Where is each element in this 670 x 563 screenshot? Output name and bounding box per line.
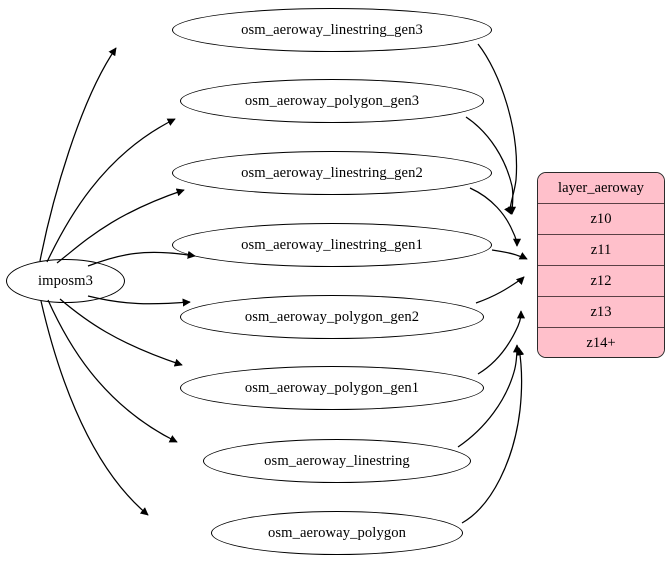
node-osm-aeroway-linestring-gen1-label: osm_aeroway_linestring_gen1 xyxy=(241,236,423,253)
node-osm-aeroway-polygon-gen3-label: osm_aeroway_polygon_gen3 xyxy=(244,92,420,109)
edge-polygon-to-z14 xyxy=(461,347,525,524)
node-osm-aeroway-linestring-gen2[interactable]: osm_aeroway_linestring_gen2 xyxy=(172,151,492,195)
layer-aeroway-row-z13[interactable]: z13 xyxy=(538,297,664,328)
edge-linestring-gen1-to-z12 xyxy=(491,249,528,260)
layer-aeroway-row-z10[interactable]: z10 xyxy=(538,204,664,235)
edge-linestring-gen3-to-z10 xyxy=(477,43,518,215)
edge-imposm3-to-linestring xyxy=(47,299,178,443)
layer-aeroway-row-z11[interactable]: z11 xyxy=(538,235,664,266)
edge-imposm3-to-linestring-gen2 xyxy=(56,188,185,264)
node-imposm3-label: imposm3 xyxy=(37,272,94,289)
edge-imposm3-to-polygon xyxy=(40,300,149,516)
layer-aeroway-header: layer_aeroway xyxy=(538,173,664,204)
node-osm-aeroway-linestring-label: osm_aeroway_linestring xyxy=(264,452,410,469)
node-osm-aeroway-polygon-gen2[interactable]: osm_aeroway_polygon_gen2 xyxy=(180,295,484,339)
layer-aeroway-row-z14plus[interactable]: z14+ xyxy=(538,328,664,357)
node-osm-aeroway-polygon[interactable]: osm_aeroway_polygon xyxy=(211,511,463,555)
edge-imposm3-to-linestring-gen3 xyxy=(39,47,117,262)
node-layer-aeroway[interactable]: layer_aeroway z10 z11 z12 z13 z14+ xyxy=(537,172,665,358)
node-osm-aeroway-polygon-gen1-label: osm_aeroway_polygon_gen1 xyxy=(244,379,420,396)
node-osm-aeroway-polygon-gen1[interactable]: osm_aeroway_polygon_gen1 xyxy=(180,366,484,410)
node-osm-aeroway-linestring[interactable]: osm_aeroway_linestring xyxy=(203,439,471,483)
node-osm-aeroway-linestring-gen3-label: osm_aeroway_linestring_gen3 xyxy=(241,21,423,38)
node-osm-aeroway-linestring-gen2-label: osm_aeroway_linestring_gen2 xyxy=(241,164,423,181)
node-osm-aeroway-linestring-gen3[interactable]: osm_aeroway_linestring_gen3 xyxy=(172,8,492,52)
node-osm-aeroway-polygon-gen2-label: osm_aeroway_polygon_gen2 xyxy=(244,308,420,325)
node-osm-aeroway-linestring-gen1[interactable]: osm_aeroway_linestring_gen1 xyxy=(172,223,492,267)
edge-imposm3-to-polygon-gen1 xyxy=(59,298,183,367)
edge-polygon-gen3-to-z10 xyxy=(465,116,517,215)
edge-imposm3-to-polygon-gen3 xyxy=(46,118,176,263)
edge-polygon-gen1-to-z13 xyxy=(477,310,526,375)
edges-from-source xyxy=(39,47,196,516)
node-osm-aeroway-polygon-gen3[interactable]: osm_aeroway_polygon_gen3 xyxy=(180,79,484,123)
edge-linestring-gen2-to-z11 xyxy=(469,187,522,247)
node-osm-aeroway-polygon-label: osm_aeroway_polygon xyxy=(267,524,407,541)
node-imposm3[interactable]: imposm3 xyxy=(6,259,125,303)
layer-aeroway-row-z12[interactable]: z12 xyxy=(538,266,664,297)
edges-to-layer xyxy=(457,43,528,524)
edge-polygon-gen2-to-z12 xyxy=(475,276,525,304)
